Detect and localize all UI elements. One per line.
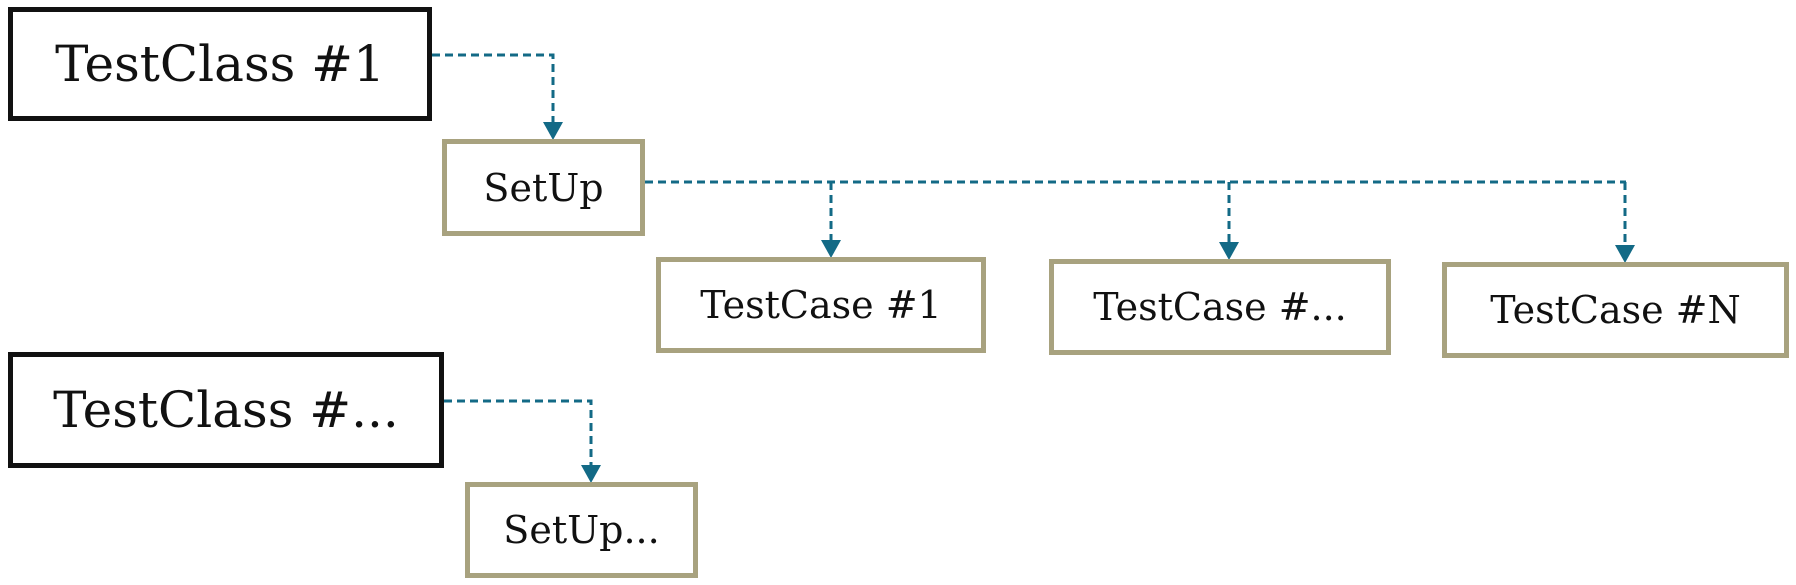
- test-case-n-box: TestCase #N: [1442, 262, 1789, 358]
- arrowhead-caseN: [1615, 245, 1635, 263]
- test-class-more-box: TestClass #...: [8, 352, 444, 468]
- test-case-mid-box: TestCase #...: [1049, 259, 1391, 355]
- test-case-n-label: TestCase #N: [1490, 288, 1741, 332]
- setup-more-label: SetUp...: [503, 508, 660, 552]
- test-case-mid-label: TestCase #...: [1093, 285, 1347, 329]
- test-class-more-label: TestClass #...: [53, 381, 399, 439]
- edge-class1-to-setup: [432, 53, 555, 125]
- setup-label: SetUp: [483, 165, 604, 210]
- test-case-1-label: TestCase #1: [700, 283, 942, 327]
- arrowhead-case1: [821, 240, 841, 258]
- test-case-1-box: TestCase #1: [656, 257, 986, 353]
- test-class-1-box: TestClass #1: [8, 7, 432, 121]
- edge-class2-to-setup2: [444, 399, 593, 468]
- arrowhead-case-mid: [1219, 242, 1239, 260]
- test-class-1-label: TestClass #1: [55, 35, 385, 93]
- arrowhead-setup: [543, 122, 563, 140]
- setup-box: SetUp: [442, 139, 645, 236]
- setup-more-box: SetUp...: [465, 482, 698, 578]
- arrowhead-setup2: [581, 465, 601, 483]
